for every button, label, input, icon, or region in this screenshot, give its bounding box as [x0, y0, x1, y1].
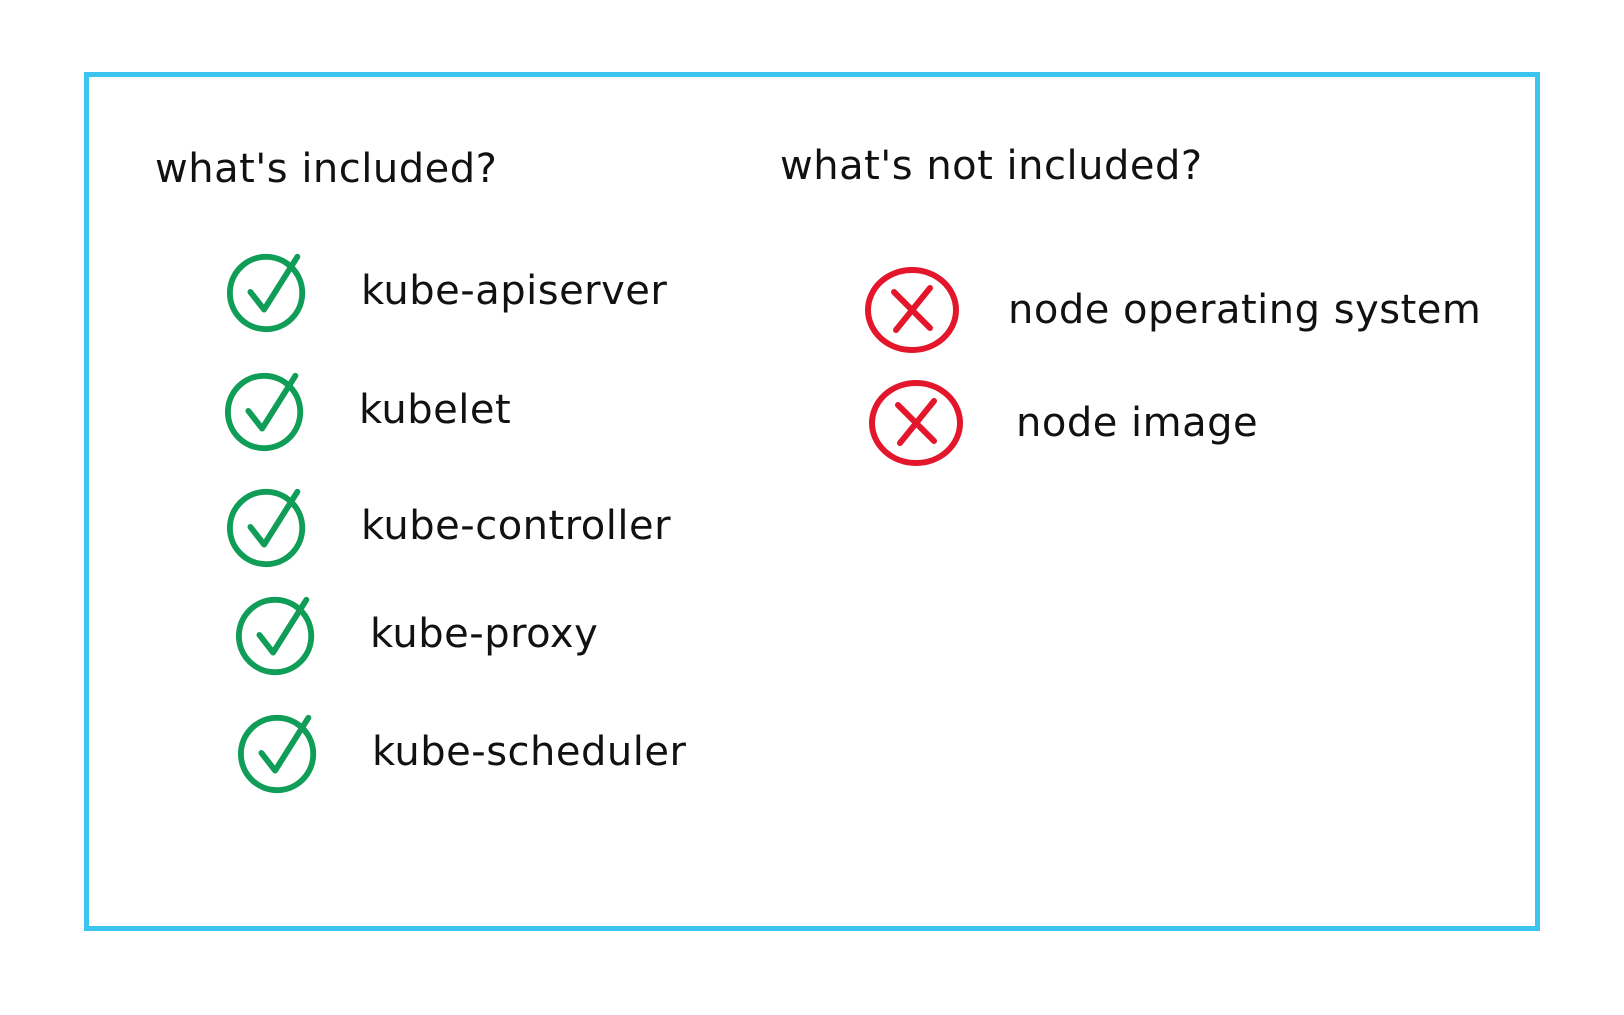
included-heading: what's included? [155, 146, 498, 192]
x-circle-icon [869, 380, 963, 466]
x-circle-icon [865, 267, 959, 353]
not-included-item: node image [868, 379, 1258, 467]
check-circle-icon [226, 253, 306, 333]
not-included-item: node operating system [864, 266, 1481, 354]
check-circle-icon [224, 372, 304, 452]
included-item-label: kubelet [359, 387, 512, 433]
included-item: kube-proxy [234, 590, 598, 678]
included-item-label: kube-controller [361, 503, 672, 549]
check-circle-icon [235, 596, 315, 676]
included-item-label: kube-proxy [370, 611, 599, 657]
check-circle-icon [226, 488, 306, 568]
not-included-heading: what's not included? [780, 143, 1203, 189]
not-included-item-label: node image [1016, 400, 1259, 446]
check-circle-icon [237, 714, 317, 794]
included-item: kubelet [223, 366, 511, 454]
included-item-label: kube-apiserver [361, 268, 668, 314]
diagram-frame [84, 72, 1540, 931]
not-included-item-label: node operating system [1008, 287, 1482, 333]
included-item: kube-scheduler [236, 708, 686, 796]
included-item: kube-controller [225, 482, 671, 570]
included-item-label: kube-scheduler [372, 729, 687, 775]
included-item: kube-apiserver [225, 247, 667, 335]
